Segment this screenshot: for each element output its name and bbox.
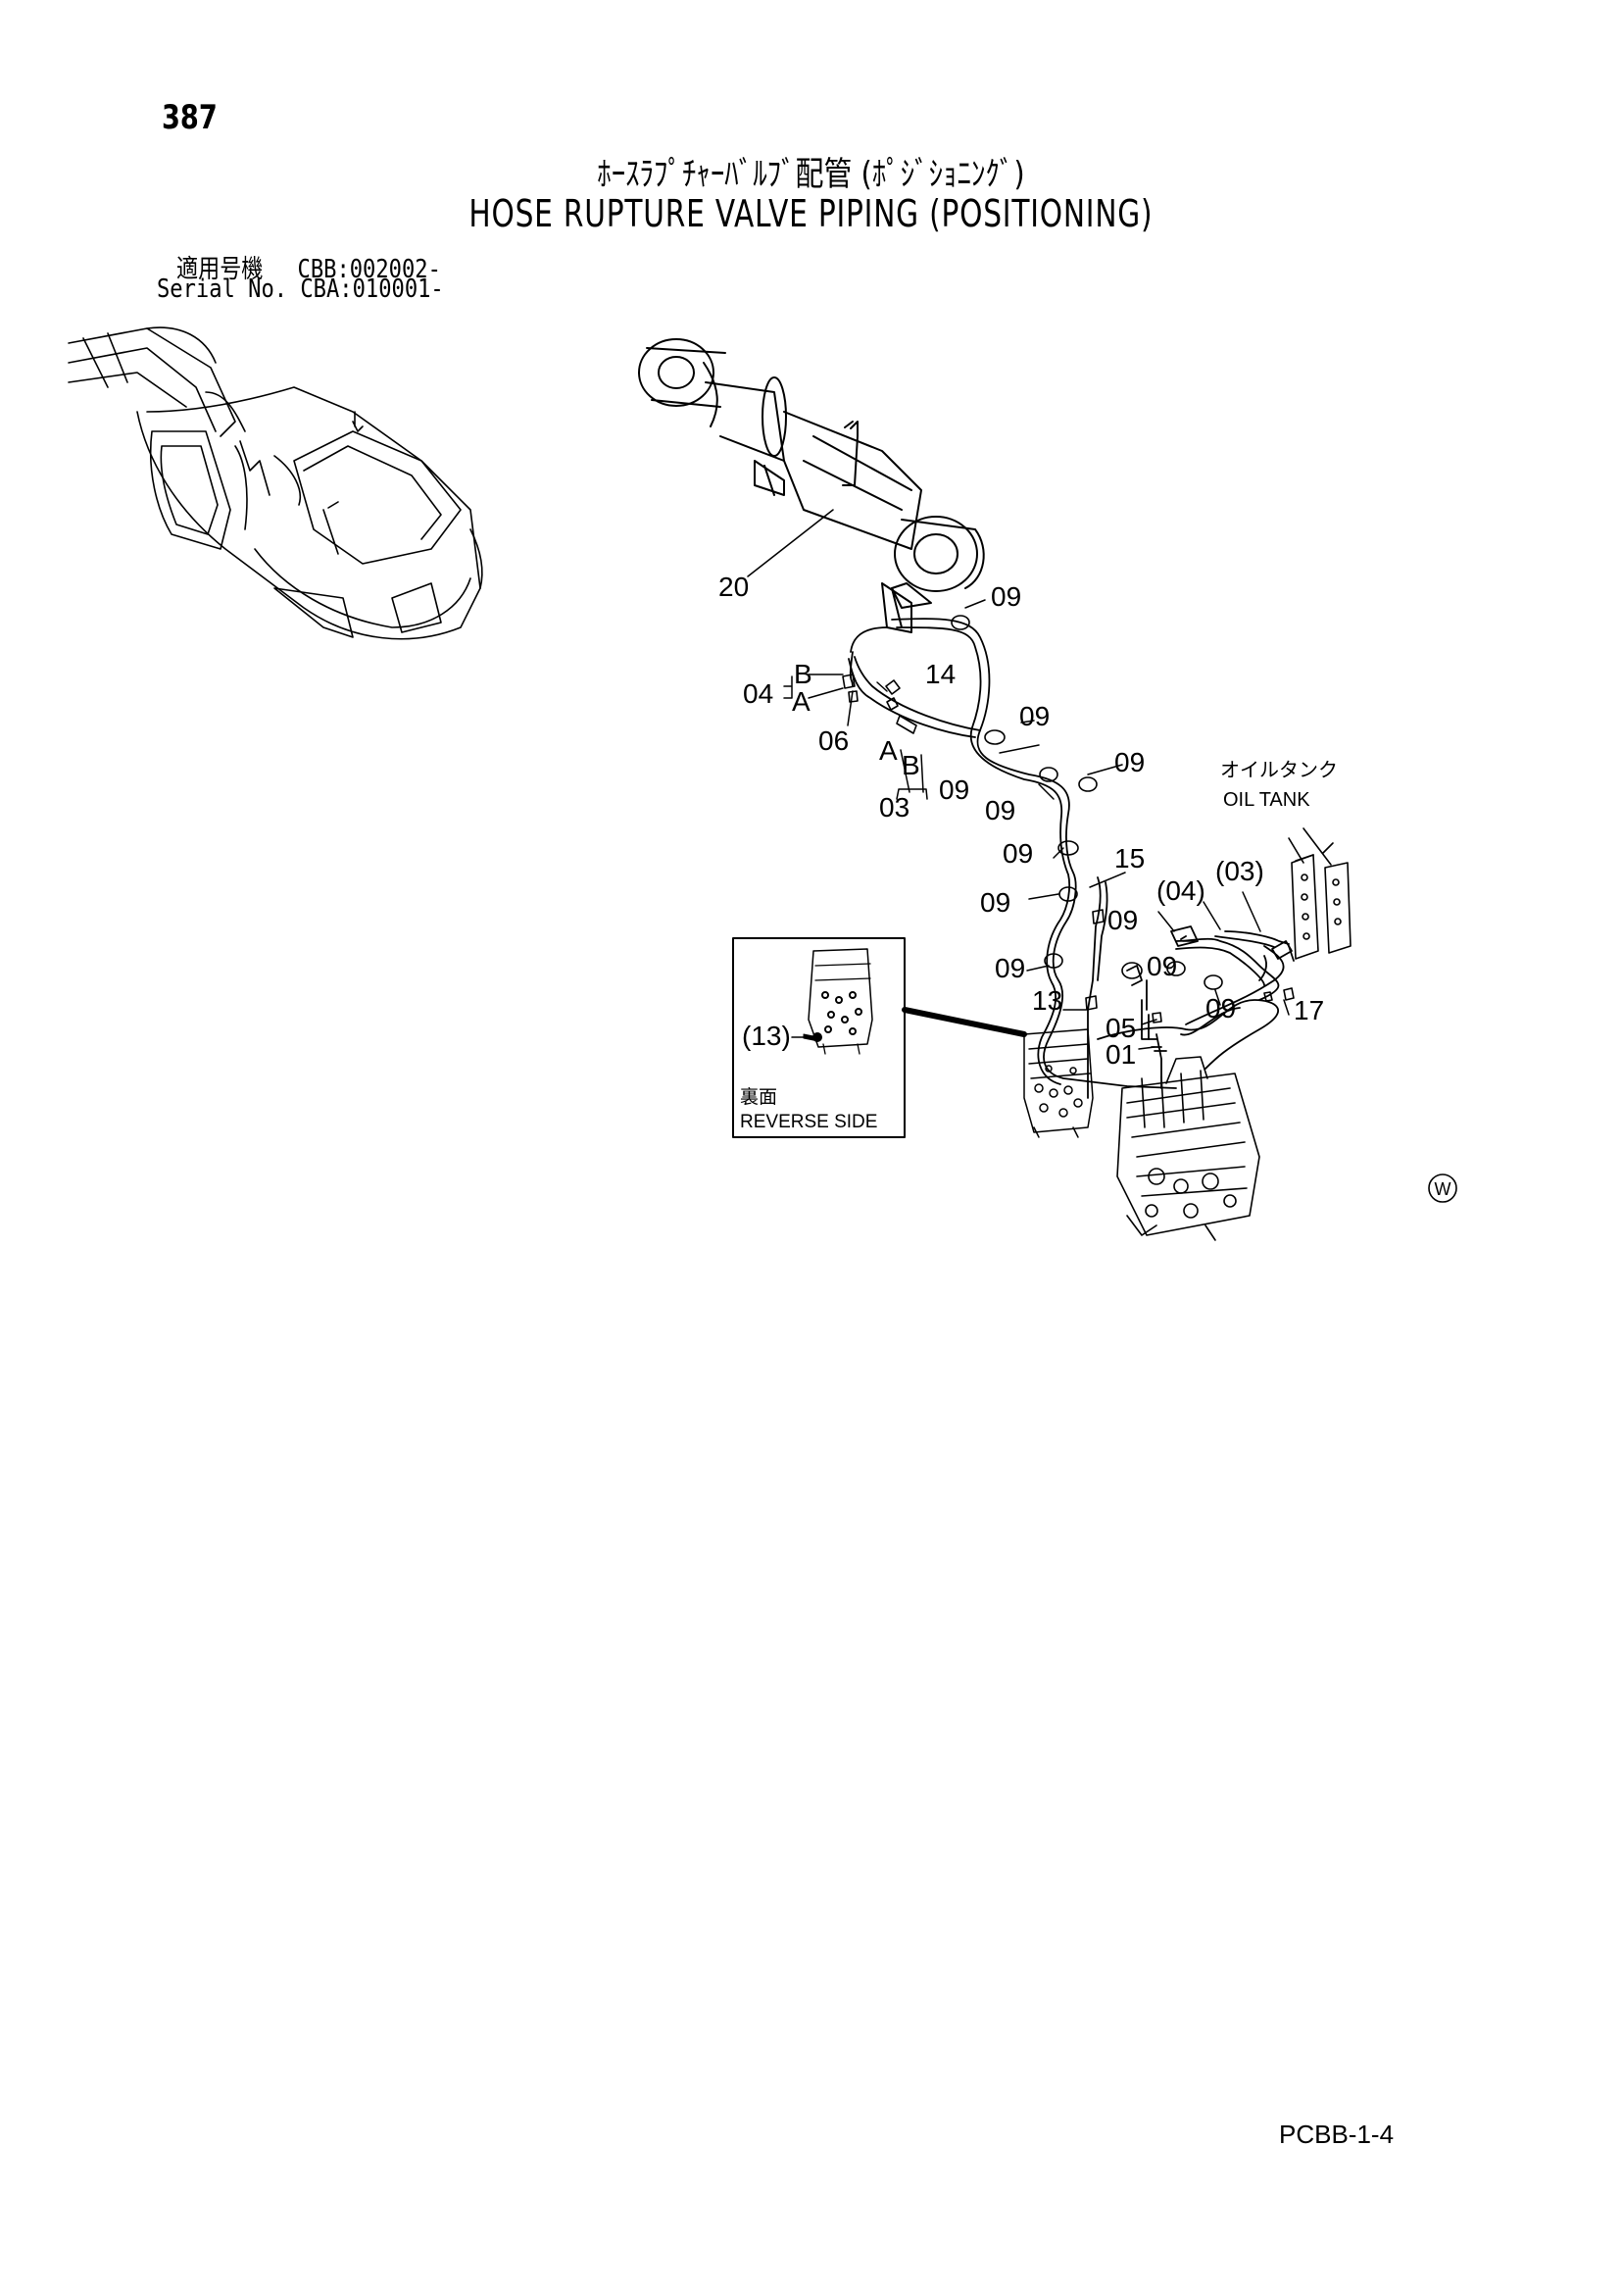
fittings [842,674,1295,1023]
callout-b: B [902,750,920,780]
callout-05: 05 [1106,1013,1136,1043]
applicable-machine-value: CBB:002002- [297,255,441,284]
callout-a: A [879,735,898,766]
oil-tank-label: オイルタンク OIL TANK [1220,759,1338,811]
callout-20: 20 [718,572,749,602]
callout-17: 17 [1294,995,1324,1025]
excavator-overview-illustration [68,326,483,640]
callout-09: 09 [980,887,1010,918]
callout-09: 09 [1107,905,1138,935]
page-number: 387 [162,98,218,137]
callout-labels: 20 09 04 B A 14 06 09 A B 09 09 09 03 09… [718,572,1324,1070]
callout-13-parenthesized: (13) [742,1021,791,1051]
document-code: PCBB-1-4 [1279,2120,1395,2149]
serial-number-row: Serial No. CBA:010001- [157,275,444,304]
callout-09: 09 [1003,838,1033,869]
corner-mark: W [1428,1173,1457,1203]
hose-clamps [951,615,1223,990]
page-title-japanese: ﾎｰｽﾗﾌﾟﾁｬｰﾊﾞﾙﾌﾞ配管 (ﾎﾟｼﾞｼｮﾆﾝｸﾞ) [597,155,1025,194]
oil-tank-illustration [1288,827,1352,960]
applicable-machine-label: 適用号機 [176,255,264,284]
callout-09: 09 [1019,701,1050,731]
callout-09: 09 [1147,951,1177,981]
serial-number-value: CBA:010001- [300,275,444,304]
applicable-machine-row: 適用号機 CBB:002002- [176,249,441,285]
control-valve-illustration [1116,1056,1260,1241]
reverse-side-label: 裏面 REVERSE SIDE [740,1086,877,1132]
callout-06: 06 [818,725,849,756]
oil-tank-label-english: OIL TANK [1223,789,1310,811]
callout-b: B [794,659,812,689]
serial-number-label: Serial No. [157,275,288,304]
oil-tank-label-japanese: オイルタンク [1220,759,1338,781]
reverse-side-inset [732,937,1027,1138]
callout-09: 09 [991,581,1021,612]
callout-09: 09 [985,795,1015,825]
callout-01: 01 [1106,1039,1136,1070]
callout-09: 09 [939,774,969,805]
callout-a: A [792,686,811,717]
valve-side-detail-illustration [1023,1028,1094,1138]
callout-03: 03 [879,792,909,823]
callout-09: 09 [1114,747,1145,777]
callout-03-parenthesized: (03) [1215,856,1264,886]
callout-09: 09 [995,953,1025,983]
callout-leaders [747,509,1290,1050]
callout-14: 14 [925,659,956,689]
reverse-side-label-japanese: 裏面 [740,1086,777,1108]
page-title-english: HOSE RUPTURE VALVE PIPING (POSITIONING) [468,192,1154,235]
callout-04-parenthesized: (04) [1156,875,1205,906]
boom-cylinder-illustration [638,338,985,633]
corner-mark-letter: W [1435,1179,1451,1199]
callout-13: 13 [1032,985,1062,1016]
callout-04: 04 [743,678,773,709]
callout-15: 15 [1114,843,1145,873]
callout-09: 09 [1205,993,1236,1023]
reverse-side-label-english: REVERSE SIDE [740,1112,877,1132]
